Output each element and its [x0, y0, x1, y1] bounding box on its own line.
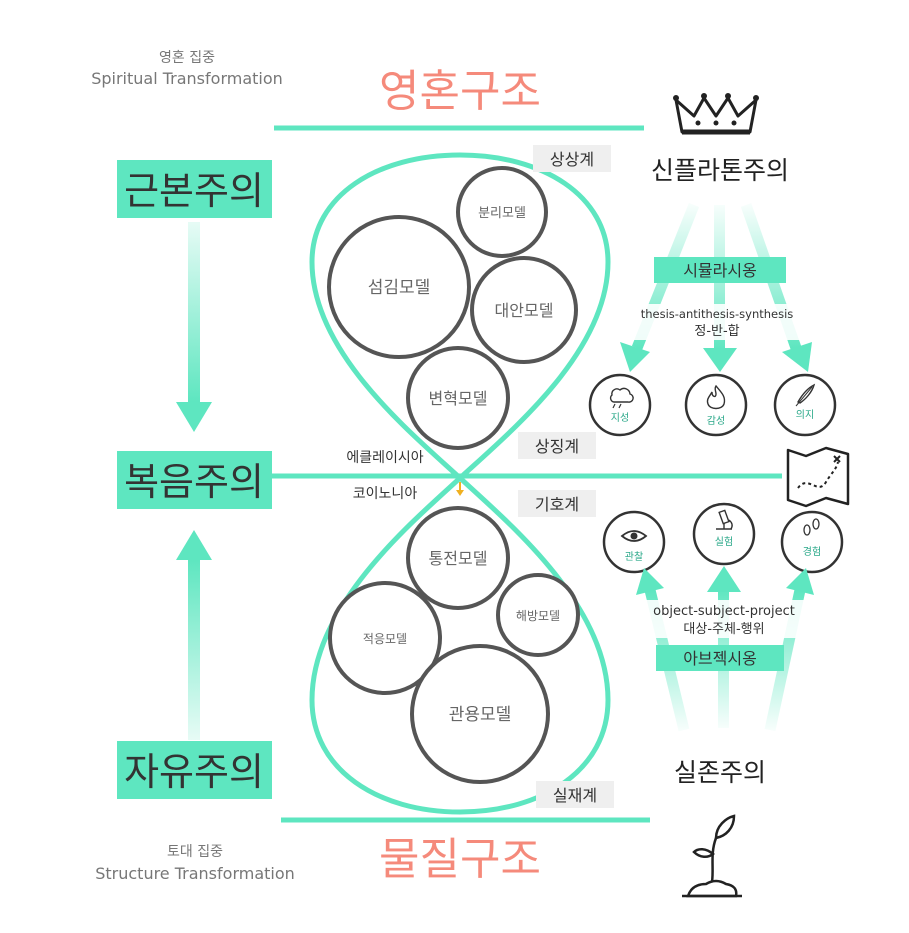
upper-model-1: 분리모델 [478, 206, 526, 221]
upper-model-circles [327, 166, 578, 450]
lower-model-3: 적응모델 [363, 632, 407, 646]
node-intellect: 지성 [588, 373, 652, 437]
neoplatonism-title: 신플라톤주의 [651, 156, 789, 185]
abjection-label: 아브젝시옹 [683, 649, 757, 668]
node-experiment: 실험 [692, 502, 756, 566]
stage-liberalism: 자유주의 [124, 750, 264, 794]
lower-model-1: 통전모델 [429, 549, 488, 568]
cloud-icon [609, 387, 634, 409]
node-will: 의지 [773, 373, 837, 437]
bottom-caption-korean: 토대 집중 [167, 844, 223, 860]
lower-model-2: 해방모델 [516, 609, 560, 623]
existentialism-title: 실존주의 [674, 758, 766, 787]
arrow-up-left [176, 530, 212, 740]
realm-imaginary: 상상계 [550, 150, 594, 169]
center-arrow [456, 482, 464, 496]
eye-icon [620, 530, 648, 542]
bottom-structure-title: 물질구조 [379, 834, 541, 885]
ecclesia-label: 에클레이시아 [346, 450, 423, 466]
node-label-will: 의지 [796, 409, 814, 421]
node-label-observation: 관찰 [625, 551, 643, 563]
node-label-emotion: 감성 [707, 415, 725, 427]
stage-evangelicalism: 복음주의 [124, 460, 264, 504]
flame-icon [706, 384, 726, 410]
stage-box-liberalism [117, 741, 272, 799]
dialectic-korean: 정-반-합 [694, 324, 739, 339]
lower-model-4: 관용모델 [449, 705, 512, 725]
node-label-experiment: 실험 [715, 536, 733, 548]
feather-icon [795, 383, 816, 407]
koinonia-label: 코이노니아 [353, 486, 418, 502]
arrow-down-left [176, 222, 212, 432]
node-emotion: 감성 [684, 373, 748, 437]
footprints-icon [803, 518, 820, 536]
realm-box-symbolic [518, 432, 596, 459]
node-label-intellect: 지성 [611, 412, 629, 424]
top-structure-title: 영혼구조 [379, 66, 541, 117]
node-experience: 경험 [780, 510, 844, 574]
map-icon [786, 446, 850, 508]
top-caption-english: Spiritual Transformation [91, 69, 283, 88]
node-label-experience: 경험 [803, 545, 821, 558]
stage-box-fundamentalism [117, 160, 272, 218]
relation-korean: 대상-주체-행위 [683, 621, 764, 637]
simulation-banner [654, 257, 786, 283]
dialectic-english: thesis-antithesis-synthesis [641, 307, 794, 321]
dialectic-bg [625, 304, 811, 340]
abjection-banner [656, 645, 784, 671]
microscope-icon [716, 509, 733, 530]
relation-bg [632, 600, 816, 638]
crown-icon [673, 93, 759, 135]
realm-box-imaginary [533, 145, 611, 172]
lower-model-circles [328, 506, 580, 784]
relation-english: object-subject-project [653, 604, 795, 619]
realm-box-semiotic [518, 490, 596, 517]
simulation-label: 시뮬라시옹 [683, 261, 757, 280]
realm-real: 실재계 [553, 786, 597, 805]
realm-box-real [536, 781, 614, 808]
upper-model-2: 섬김모델 [368, 278, 431, 298]
top-caption-korean: 영혼 집중 [159, 50, 215, 66]
bottom-caption-english: Structure Transformation [95, 864, 295, 883]
node-observation: 관찰 [602, 510, 666, 574]
neoplatonism-arrows [620, 202, 812, 372]
sprout-icon [682, 814, 742, 898]
realm-semiotic: 기호계 [535, 495, 579, 514]
upper-model-3: 대안모델 [495, 301, 554, 320]
stage-fundamentalism: 근본주의 [124, 169, 264, 213]
stage-box-evangelicalism [117, 451, 272, 509]
upper-model-4: 변혁모델 [429, 389, 488, 408]
realm-symbolic: 상징계 [535, 437, 579, 456]
